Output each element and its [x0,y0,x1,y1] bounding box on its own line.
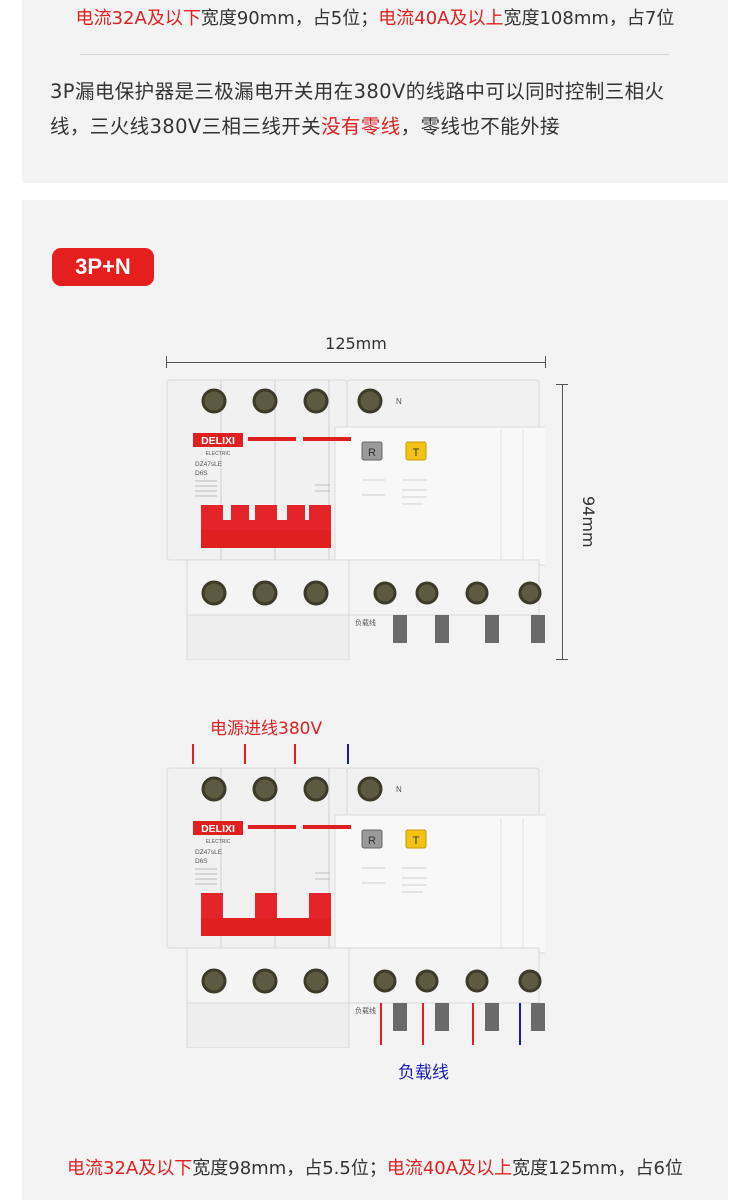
description-text-1: 3P漏电保护器是三极漏电开关用在380V的线路中可以同时控制三相火线，三火线38… [50,80,665,138]
bottom-spec-width-low: 宽度98mm，占5.5位； [192,1158,387,1179]
brand-sub: ELECTRIC [206,839,231,845]
pole-badge: 3P+N [52,248,154,286]
load-tag-top: 负载线 [355,618,376,627]
breaker-image-top: N DELIXI ELECTRIC DZ47sLE D6S R [166,379,545,660]
brand-logo: DELIXI [201,435,235,447]
test-button-bottom: T [413,835,420,847]
test-button-top: T [413,447,420,459]
rating-text: D6S [195,470,208,477]
description: 3P漏电保护器是三极漏电开关用在380V的线路中可以同时控制三相火线，三火线38… [50,74,704,144]
top-spec-current-high: 电流40A及以上 [378,8,504,29]
description-text-2: ，零线也不能外接 [400,115,560,138]
top-card: 电流32A及以下宽度90mm，占5位；电流40A及以上宽度108mm，占7位 3… [22,0,728,183]
bottom-spec-current-low: 电流32A及以下 [67,1158,193,1179]
brand-logo: DELIXI [201,823,235,835]
width-dimension-label: 125mm [325,334,387,353]
power-in-wires [192,744,349,764]
bottom-spec-current-high: 电流40A及以上 [386,1158,513,1179]
top-spec-width-low: 宽度90mm，占5位； [200,8,379,29]
reset-button-top: R [368,447,376,459]
power-in-label: 电源进线380V [210,719,323,739]
breaker-illustration: N DELIXI ELECTRIC DZ47sLE D6S R [166,379,545,660]
top-spec-width-high: 宽度108mm，占7位 [503,8,675,29]
neutral-marker-bottom: N [396,785,402,794]
bottom-spec-line: 电流32A及以下宽度98mm，占5.5位；电流40A及以上宽度125mm，占6位 [22,1154,728,1180]
divider [80,54,670,55]
bottom-spec-width-high: 宽度125mm，占6位 [512,1158,683,1179]
load-tag-bottom: 负载线 [355,1006,376,1015]
height-dimension-line [556,384,568,660]
rating-text: D6S [195,858,208,865]
model-text: DZ47sLE [195,461,223,468]
top-spec-line: 电流32A及以下宽度90mm，占5位；电流40A及以上宽度108mm，占7位 [22,4,728,30]
width-dimension-line [166,356,546,368]
load-wire-label: 负载线 [398,1063,449,1083]
top-spec-current-low: 电流32A及以下 [75,8,201,29]
breaker-image-bottom: N DELIXI ELECTRIC DZ47sLE D6S R T [166,767,545,1048]
neutral-marker-top: N [396,397,402,406]
product-card: 3P+N 125mm 94mm N DELIXI ELECTR [22,200,728,1200]
brand-sub: ELECTRIC [206,451,231,457]
breaker-illustration: N DELIXI ELECTRIC DZ47sLE D6S R T [166,767,545,1048]
description-highlight: 没有零线 [321,115,401,138]
height-dimension-label: 94mm [579,496,598,548]
model-text: DZ47sLE [195,849,223,856]
reset-button-bottom: R [368,835,376,847]
